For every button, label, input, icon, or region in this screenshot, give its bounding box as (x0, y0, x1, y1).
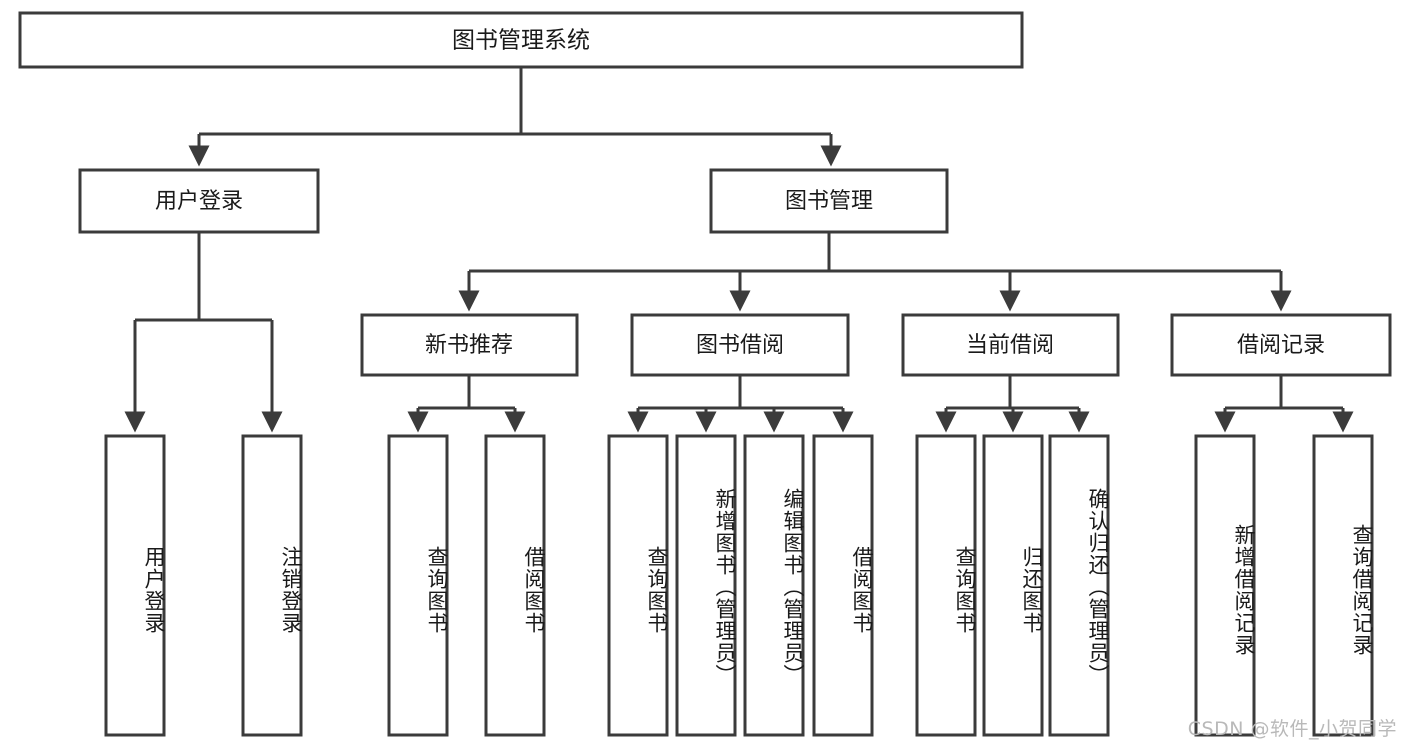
leaf-box-borrow-book[interactable] (812, 434, 874, 737)
node-new-book-recommend-box[interactable] (360, 313, 579, 377)
node-root-system[interactable]: 图书管理系统 (18, 11, 1024, 69)
leaf-box-borrow-book-rec[interactable] (484, 434, 546, 737)
node-current-borrow[interactable]: 当前借阅 (901, 313, 1120, 377)
node-current-borrow-label: 当前借阅 (966, 333, 1054, 358)
node-book-manage[interactable]: 图书管理 (709, 168, 949, 234)
node-borrow-record-box[interactable] (1170, 313, 1392, 377)
node-user-login-label: 用户登录 (155, 189, 243, 214)
node-new-book-recommend-label: 新书推荐 (425, 333, 513, 358)
node-book-borrow[interactable]: 图书借阅 (630, 313, 850, 377)
csdn-watermark: CSDN @软件_小贺同学 (1187, 718, 1397, 740)
node-user-login-box[interactable] (78, 168, 320, 234)
leaf-box-return-book[interactable] (982, 434, 1044, 737)
node-user-login[interactable]: 用户登录 (78, 168, 320, 234)
leaf-box-user-login[interactable] (104, 434, 166, 737)
leaf-box-query-borrow-record[interactable] (1312, 434, 1374, 737)
node-book-manage-box[interactable] (709, 168, 949, 234)
node-book-manage-label: 图书管理 (785, 189, 873, 214)
leaf-box-add-book-admin[interactable] (675, 434, 737, 737)
leaf-box-confirm-return-admin[interactable] (1048, 434, 1110, 737)
leaf-box-edit-book-admin[interactable] (743, 434, 805, 737)
leaf-box-query-book-rec[interactable] (387, 434, 449, 737)
node-book-borrow-label: 图书借阅 (696, 333, 784, 358)
node-current-borrow-box[interactable] (901, 313, 1120, 377)
node-borrow-record[interactable]: 借阅记录 (1170, 313, 1392, 377)
node-borrow-record-label: 借阅记录 (1237, 333, 1325, 358)
connector-layer (124, 67, 1354, 433)
leaf-box-layer (104, 434, 1374, 737)
leaf-box-add-borrow-record[interactable] (1194, 434, 1256, 737)
node-new-book-recommend[interactable]: 新书推荐 (360, 313, 579, 377)
node-book-borrow-box[interactable] (630, 313, 850, 377)
node-root-system-label: 图书管理系统 (452, 28, 590, 54)
leaf-box-query-book-current[interactable] (915, 434, 977, 737)
node-root-system-box[interactable] (18, 11, 1024, 69)
leaf-box-query-book-borrow[interactable] (607, 434, 669, 737)
leaf-box-logout[interactable] (241, 434, 303, 737)
